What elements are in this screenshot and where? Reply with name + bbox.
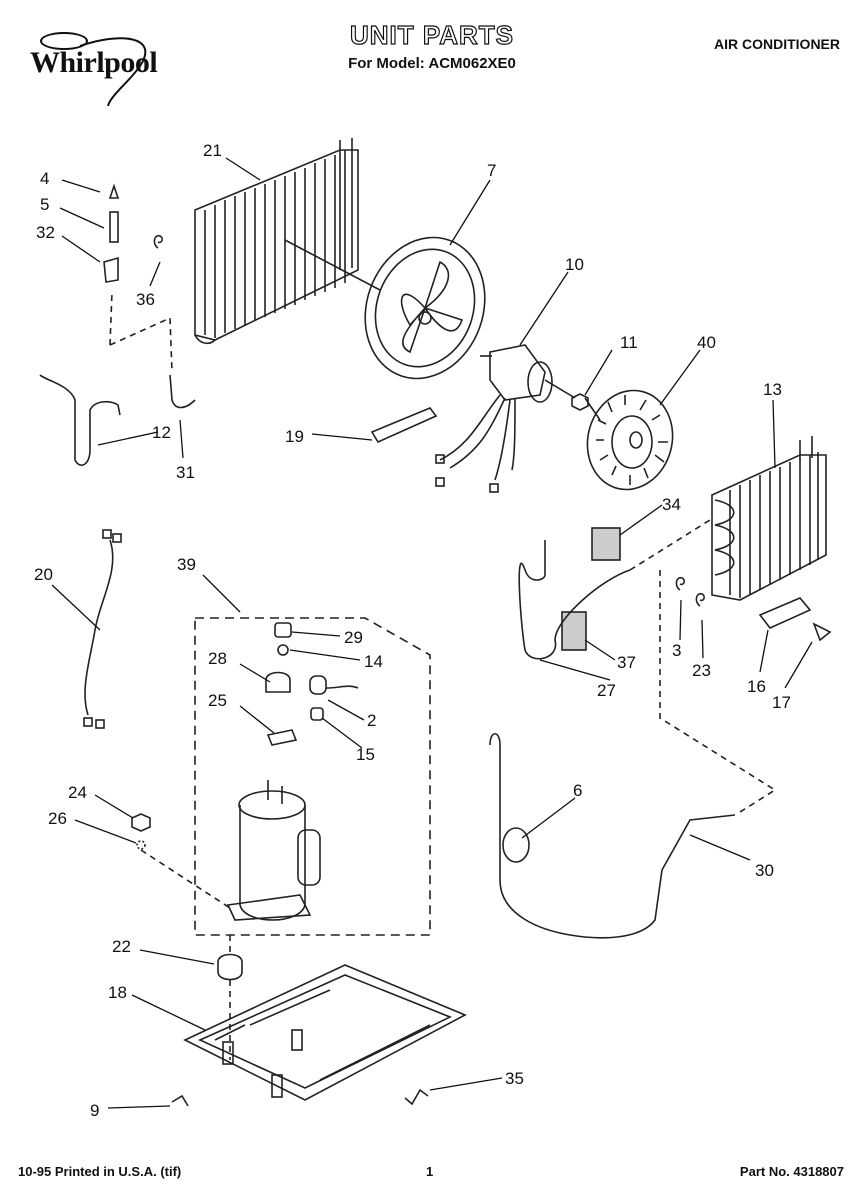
- heater-wire: [489, 732, 663, 939]
- clip-23: [695, 592, 705, 607]
- callout-label: 23: [692, 661, 711, 680]
- callout-label: 16: [747, 677, 766, 696]
- callout-label: 36: [136, 290, 155, 309]
- callout-label: 28: [208, 649, 227, 668]
- logo-swoosh-icon: [79, 37, 147, 106]
- callout-label: 26: [48, 809, 67, 828]
- callout-label: 9: [90, 1101, 99, 1120]
- clip-15: [310, 707, 324, 721]
- bracket-19: [370, 407, 438, 444]
- condenser-coil: [194, 138, 359, 345]
- callout-label: 6: [573, 781, 582, 800]
- callout-label: 39: [177, 555, 196, 574]
- callout-label: 7: [487, 161, 496, 180]
- callout-label: 11: [620, 333, 638, 352]
- clip-36: [153, 234, 163, 249]
- page-number: 1: [426, 1164, 434, 1179]
- callout-label: 20: [34, 565, 53, 584]
- screw-17: [812, 622, 832, 642]
- callout-label: 34: [662, 495, 681, 514]
- callout-label: 27: [597, 681, 616, 700]
- tube-30: [661, 814, 736, 871]
- callout-label: 3: [672, 641, 681, 660]
- evaporator-coil: [711, 436, 827, 601]
- brand-name: Whirlpool: [30, 46, 158, 79]
- clip-3: [675, 576, 685, 591]
- print-info: 10-95 Printed in U.S.A. (tif): [18, 1164, 182, 1179]
- part-number: Part No. 4318807: [739, 1164, 844, 1179]
- callout-label: 13: [763, 380, 782, 399]
- whirlpool-logo: Whirlpool: [30, 28, 185, 106]
- callout-label: 30: [755, 861, 774, 880]
- callout-label: 10: [565, 255, 584, 274]
- gasket-25: [266, 729, 298, 746]
- callout-label: 25: [208, 691, 227, 710]
- callout-label: 21: [203, 141, 222, 160]
- compressor-group-box: [194, 617, 431, 936]
- callout-label: 24: [68, 783, 87, 802]
- callout-label: 37: [617, 653, 636, 672]
- callout-label: 31: [176, 463, 195, 482]
- callout-labels: 4 5 32 36 21 7 10 11 40 12 31 19 13 34 2…: [34, 141, 791, 1120]
- category-label: AIR CONDITIONER: [714, 36, 840, 52]
- callout-label: 18: [108, 983, 127, 1002]
- callout-label: 2: [367, 711, 376, 730]
- clip-35: [404, 1088, 429, 1106]
- callout-label: 5: [40, 195, 49, 214]
- washer-14: [277, 644, 289, 656]
- callout-label: 19: [285, 427, 304, 446]
- callout-label: 17: [772, 693, 791, 712]
- valve-core-32: [103, 256, 119, 283]
- bracket-16: [758, 597, 812, 629]
- insulation-pad-34: [591, 527, 621, 561]
- gasket-6: [502, 827, 530, 863]
- page-title: UNIT PARTS: [349, 19, 515, 50]
- callout-label: 4: [40, 169, 49, 188]
- callout-label: 14: [364, 652, 383, 671]
- tubing-27: [518, 540, 631, 660]
- motor-nut: [571, 393, 589, 411]
- callout-label: 12: [152, 423, 171, 442]
- dashed-link: [109, 291, 173, 373]
- terminal-cover-28: [265, 671, 291, 693]
- nut-24: [131, 813, 151, 832]
- discharge-tube-12: [39, 374, 121, 466]
- overload-2: [309, 675, 327, 695]
- valve-cap-4: [108, 183, 120, 199]
- model-line: For Model: ACM062XE0: [348, 55, 516, 72]
- callout-label: 29: [344, 628, 363, 647]
- callout-label: 22: [112, 937, 131, 956]
- callout-label: 15: [356, 745, 375, 764]
- grommet-29: [274, 622, 292, 638]
- access-valve-5: [109, 211, 119, 243]
- washer-26: [136, 840, 146, 850]
- logo-oval-icon: [40, 32, 88, 50]
- base-pan: [183, 964, 467, 1101]
- callout-label: 32: [36, 223, 55, 242]
- callout-label: 35: [505, 1069, 524, 1088]
- compressor: [226, 780, 321, 921]
- grommet-22: [217, 953, 243, 981]
- fan-motor: [435, 344, 553, 493]
- clip-9: [171, 1094, 189, 1107]
- tube-31: [169, 374, 196, 409]
- leader-lines: [51, 157, 813, 1109]
- blower-wheel: [586, 389, 674, 491]
- fan-shroud: [364, 236, 486, 380]
- callout-label: 40: [697, 333, 716, 352]
- wire-harness-20: [84, 539, 114, 716]
